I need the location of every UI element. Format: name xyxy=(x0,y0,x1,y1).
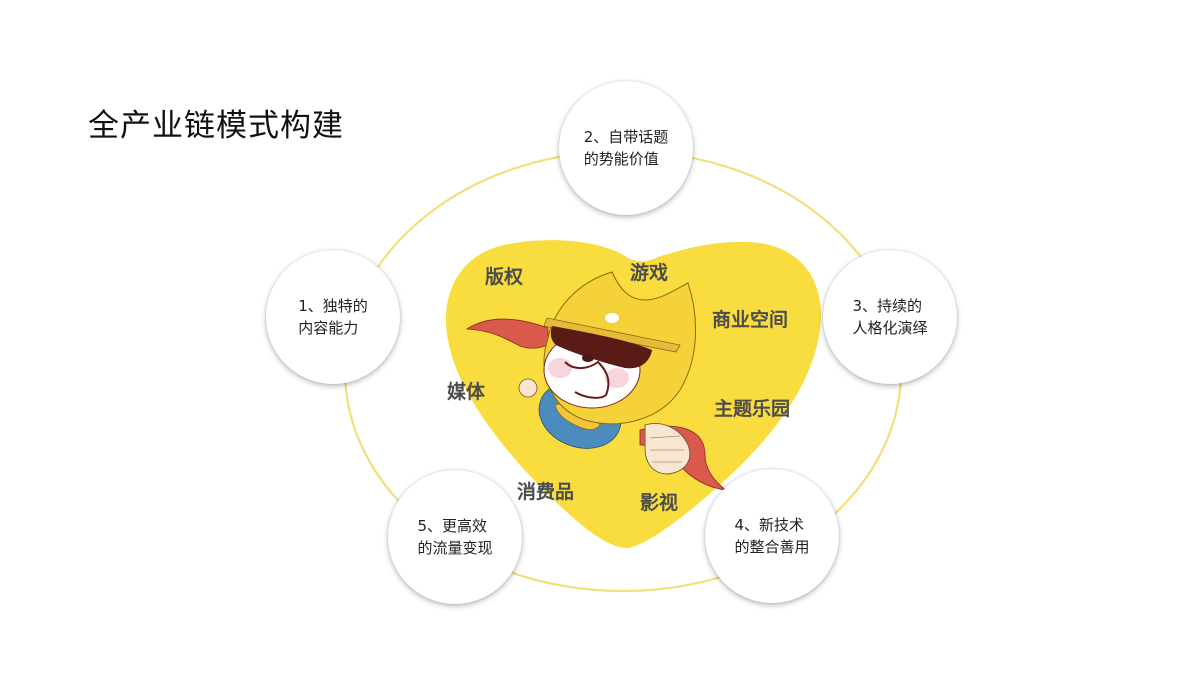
node-5-line1: 5、更高效 xyxy=(417,517,488,535)
node-1-line1: 1、独特的 xyxy=(298,297,368,315)
label-film-tv: 影视 xyxy=(640,492,679,514)
node-new-technology: 4、新技术 的整合善用 xyxy=(705,469,839,603)
node-unique-content: 1、独特的 内容能力 xyxy=(266,250,400,384)
page-title: 全产业链模式构建 xyxy=(88,108,344,144)
node-2-line2: 的势能价值 xyxy=(583,150,659,168)
label-commercial-space: 商业空间 xyxy=(712,309,789,331)
node-4-line1: 4、新技术 xyxy=(734,516,805,534)
superhero-dog-mascot-icon xyxy=(465,271,728,491)
label-theme-park: 主题乐园 xyxy=(714,398,791,420)
node-4-line2: 的整合善用 xyxy=(734,538,810,556)
node-3-line1: 3、持续的 xyxy=(852,297,923,315)
node-5-line2: 的流量变现 xyxy=(417,539,493,557)
node-1-line2: 内容能力 xyxy=(298,319,359,337)
label-copyright: 版权 xyxy=(485,266,524,288)
label-consumer-goods: 消费品 xyxy=(517,481,575,503)
node-3-line2: 人格化演绎 xyxy=(852,319,928,337)
node-topic-momentum: 2、自带话题 的势能价值 xyxy=(559,81,693,215)
node-2-line1: 2、自带话题 xyxy=(583,128,669,146)
node-persona-interpretation: 3、持续的 人格化演绎 xyxy=(823,250,957,384)
label-games: 游戏 xyxy=(630,262,669,284)
node-traffic-monetization: 5、更高效 的流量变现 xyxy=(388,470,522,604)
label-media: 媒体 xyxy=(447,381,486,403)
